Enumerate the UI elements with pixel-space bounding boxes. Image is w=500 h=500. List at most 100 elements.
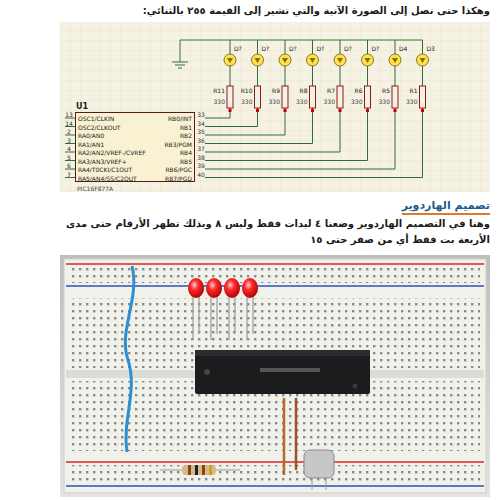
led-symbol <box>307 54 319 66</box>
resistor-value: 330 <box>214 98 225 105</box>
pin-number: 38 <box>197 154 205 161</box>
wire <box>395 40 396 54</box>
pin-number: 4 <box>67 145 71 152</box>
wire <box>205 108 340 152</box>
pin-name: RB0/INT <box>168 115 192 122</box>
led-symbol <box>279 54 291 66</box>
pin-number: 37 <box>197 145 205 152</box>
led-symbol <box>224 54 236 66</box>
pin-number: 5 <box>67 154 71 161</box>
led-symbol <box>420 58 426 63</box>
schematic-grid <box>60 22 490 192</box>
resistor-value: 330 <box>241 98 252 105</box>
led-symbol <box>310 58 316 63</box>
pin-dot <box>421 109 424 112</box>
part-number: PIC16F877A <box>77 185 113 192</box>
wire <box>395 66 396 86</box>
led-label: D? <box>317 45 325 52</box>
pin-dot <box>394 109 397 112</box>
pin-number: 3 <box>67 137 71 144</box>
resistor-value: 330 <box>269 98 280 105</box>
led-label: D? <box>372 45 380 52</box>
wire <box>180 40 423 41</box>
pin-dot <box>339 109 342 112</box>
pin-name: RA4/T0CKI/C1OUT <box>78 166 132 173</box>
resistor-value: 330 <box>379 98 390 105</box>
pin-number: 33 <box>197 111 205 118</box>
resistor-name: R10 <box>241 87 253 94</box>
breadboard-photo <box>60 255 490 497</box>
pin-name: RB1 <box>180 124 192 131</box>
resistor-symbol <box>255 86 261 108</box>
wire <box>205 108 395 169</box>
section-heading: تصميم الهاردوير <box>402 199 490 215</box>
led-label: D? <box>262 45 270 52</box>
wire <box>230 40 231 54</box>
pin-number: 40 <box>197 171 205 178</box>
wire <box>205 108 423 178</box>
wire <box>312 66 313 86</box>
led-symbol <box>365 58 371 63</box>
resistor-value: 330 <box>351 98 362 105</box>
led-symbol <box>282 58 288 63</box>
pin-name: RA3/AN3/VREF+ <box>78 158 127 165</box>
wire <box>257 66 258 86</box>
resistor-symbol <box>337 86 343 108</box>
resistor-name: R9 <box>272 87 280 94</box>
pin-name: RA5/AN4/SS/C2OUT <box>78 175 137 182</box>
wire <box>205 108 368 161</box>
wire <box>367 66 368 86</box>
wire <box>285 40 286 54</box>
led-label: D? <box>234 45 242 52</box>
resistor-symbol <box>365 86 371 108</box>
schematic-ground <box>60 22 490 192</box>
pin-dot <box>256 109 259 112</box>
wire <box>230 66 231 86</box>
wire <box>340 66 341 86</box>
led-symbol <box>417 54 429 66</box>
ground-symbol <box>172 62 188 63</box>
wire <box>205 108 230 118</box>
pin-number: 36 <box>197 137 205 144</box>
led-symbol <box>334 54 346 66</box>
led-symbol <box>255 58 261 63</box>
led-label: D? <box>344 45 352 52</box>
resistor-name: R7 <box>327 87 335 94</box>
resistor-name: R6 <box>355 87 363 94</box>
resistor-symbol <box>310 86 316 108</box>
pin-number: 7 <box>67 171 71 178</box>
resistor-name: R5 <box>382 87 390 94</box>
resistor-symbol <box>227 86 233 108</box>
pin-number: 34 <box>197 120 205 127</box>
pin-dot <box>366 109 369 112</box>
wire <box>205 108 313 144</box>
wire <box>257 40 258 54</box>
resistor-value: 330 <box>296 98 307 105</box>
wire <box>205 108 258 127</box>
pin-name: RB6/PGC <box>165 166 192 173</box>
led-symbol <box>362 54 374 66</box>
pin-name: RB5 <box>180 158 192 165</box>
pin-number: 6 <box>67 162 71 169</box>
resistor-value: 330 <box>406 98 417 105</box>
wire <box>312 40 313 54</box>
wire <box>285 66 286 86</box>
pin-dot <box>284 109 287 112</box>
wire <box>340 40 341 54</box>
pin-name: RB3/PGM <box>164 141 192 148</box>
resistor-symbol <box>392 86 398 108</box>
resistor-name: R1 <box>410 87 418 94</box>
ground-symbol <box>175 65 185 66</box>
part-name: U1 <box>76 102 88 111</box>
led-symbol <box>337 58 343 63</box>
resistor-symbol <box>420 86 426 108</box>
note-text: وهكذا حتى نصل إلى الصورة الآتية والتي تش… <box>143 5 490 16</box>
pin-number: 13 <box>65 111 73 118</box>
pin-name: OSC1/CLKIN <box>78 115 114 122</box>
wire <box>367 40 368 54</box>
led-symbol <box>227 58 233 63</box>
pin-number: 14 <box>65 120 73 127</box>
pin-number: 2 <box>67 128 71 135</box>
pin-name: RB4 <box>180 149 192 156</box>
